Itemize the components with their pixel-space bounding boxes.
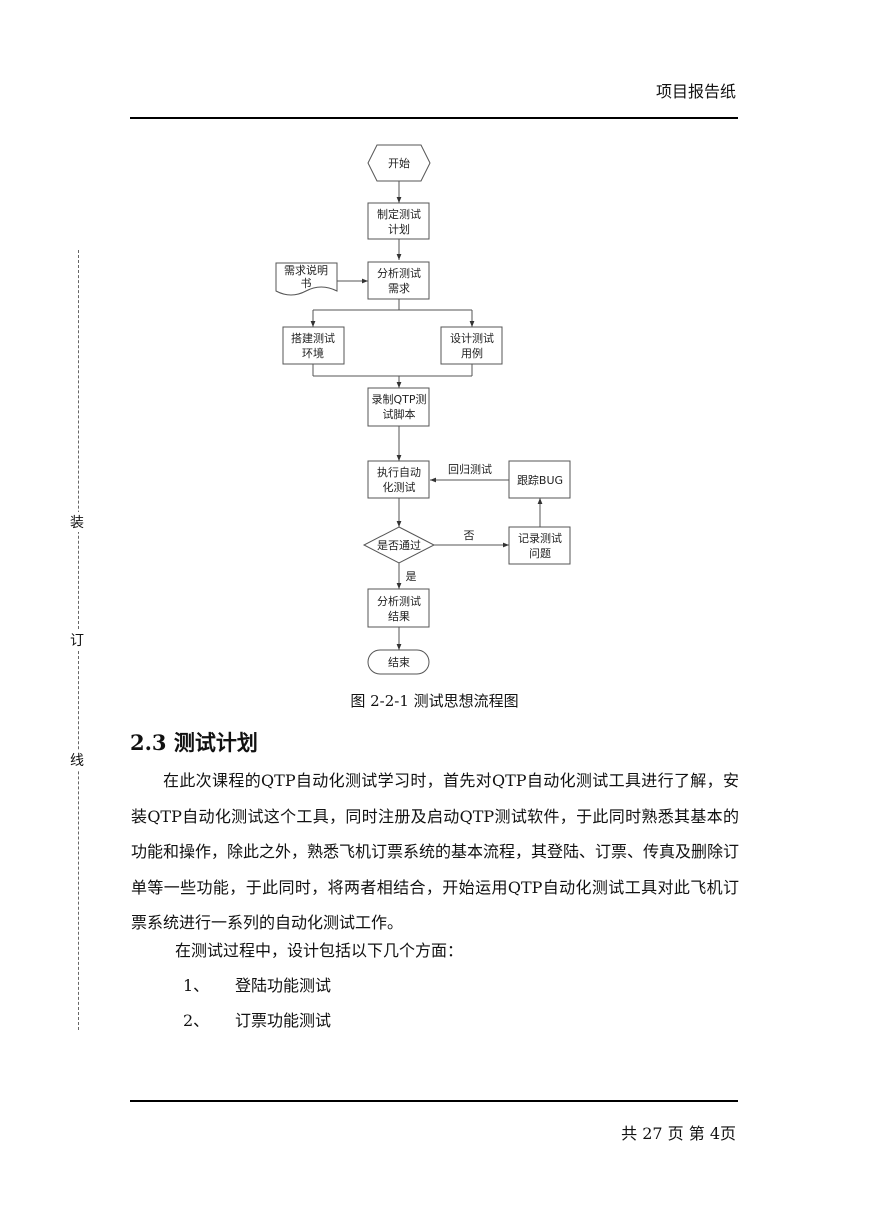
section-intro: 在测试过程中，设计包括以下几个方面： [175,941,464,960]
decision-diamond [362,526,436,564]
list-item: 1、 登陆功能测试 [183,972,483,995]
track-bug-box [508,460,571,499]
flow-execute-label-2: 化测试 [383,480,416,494]
list-item-number: 1、 [183,976,210,995]
binding-char-zhuang: 装 [70,512,84,532]
design-case-box [440,326,503,365]
header-rule [130,117,738,119]
flow-analyze-result-label-1: 分析测试 [377,594,421,608]
flow-plan-label-1: 制定测试 [377,207,421,221]
flow-analyze-req-label-1: 分析测试 [377,266,421,280]
flow-start-label: 开始 [388,156,410,170]
flow-analyze-req-label-2: 需求 [388,282,410,295]
requirement-doc-shape [275,262,338,296]
record-script-box [367,387,430,427]
flow-analyze-result-label-2: 结果 [388,610,410,623]
flow-plan-label-2: 计划 [388,223,410,236]
flow-log-issue-label-2: 问题 [529,547,551,560]
list-item-number: 2、 [183,1011,210,1030]
section-paragraph: 在此次课程的QTP自动化测试学习时，首先对QTP自动化测试工具进行了解，安装QT… [131,771,740,932]
flow-design-case-label-2: 用例 [461,346,483,360]
binding-char-xian: 线 [70,750,84,770]
binding-char-ding: 订 [70,630,84,650]
flow-yes-label: 是 [406,570,417,583]
list-item-text: 登陆功能测试 [235,976,332,995]
flow-regression-label: 回归测试 [448,462,492,476]
footer-rule [130,1100,738,1102]
log-issue-box [508,526,571,565]
figure-caption: 图 2-2-1 测试思想流程图 [350,692,519,710]
flow-log-issue-label-1: 记录测试 [518,532,562,545]
flow-record-label-2: 试脚本 [383,407,416,421]
execute-box [367,460,430,499]
binding-margin: 装 订 线 [69,250,89,1030]
flow-req-doc-label-2: 书 [301,277,312,290]
flow-record-label-1: 录制QTP测 [371,393,426,406]
flow-decision-label: 是否通过 [377,539,421,552]
list-item-text: 订票功能测试 [235,1011,332,1030]
page-counter: 共 27 页 第 4页 [621,1124,736,1143]
analyze-req-box [367,261,430,300]
analyze-result-box [367,588,430,628]
flow-design-case-label-1: 设计测试 [450,332,494,345]
flow-track-bug-label: 跟踪BUG [517,473,563,487]
section-title: 2.3 测试计划 [130,730,258,755]
plan-box [367,202,430,240]
end-terminal [367,649,430,675]
test-flowchart: 开始 制定测试 计划 需求说明 书 分析测试 需求 搭建测试 环境 设计测试 用… [275,144,571,675]
flow-build-env-label-1: 搭建测试 [291,331,335,345]
build-env-box [282,326,345,365]
flow-req-doc-label-1: 需求说明 [284,263,328,277]
list-item: 2、 订票功能测试 [183,1007,483,1030]
flow-end-label: 结束 [388,656,410,669]
report-header-title: 项目报告纸 [655,82,736,101]
start-hexagon [367,144,431,182]
flow-build-env-label-2: 环境 [302,346,324,360]
flow-no-label: 否 [464,529,475,542]
flow-execute-label-1: 执行自动 [377,465,421,479]
